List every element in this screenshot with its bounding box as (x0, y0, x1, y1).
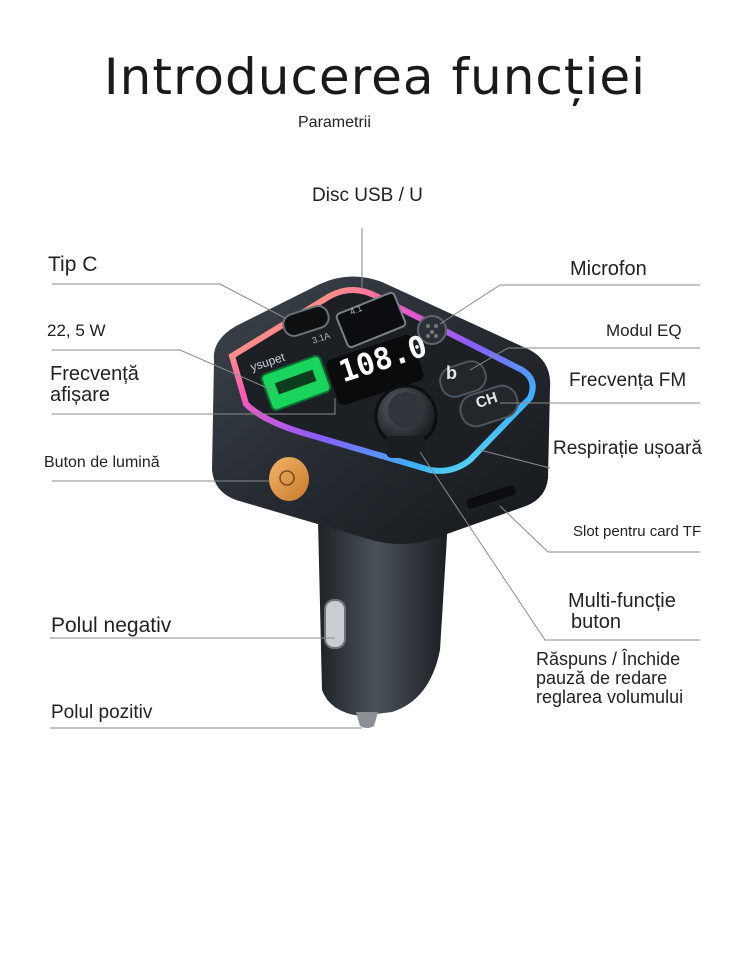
label-type-c: Tip C (48, 253, 98, 276)
leader-power (52, 349, 273, 391)
label-usb-disk: Disc USB / U (312, 185, 423, 206)
leader-mic (439, 284, 700, 325)
label-power: 22, 5 W (47, 321, 106, 340)
page-subtitle: Parametrii (298, 114, 371, 131)
plug-body (318, 520, 448, 716)
plug-tip (356, 712, 378, 728)
label-tf-slot: Slot pentru card TF (573, 523, 702, 540)
led-display (326, 334, 424, 406)
label-answer-line2: pauză de redare (536, 667, 668, 688)
label-multi-function: Multi-funcție buton (568, 591, 676, 633)
light-button (269, 457, 309, 501)
leader-tf (499, 505, 700, 553)
tf-card-slot (466, 485, 516, 509)
leader-type-c (52, 283, 286, 319)
label-positive-pole: Polul pozitiv (51, 702, 153, 723)
type-c-port (282, 305, 330, 337)
label-fm-frequency: Frecvența FM (569, 370, 687, 391)
label-answer-line1: Răspuns / Închide (536, 649, 681, 669)
label-eq-mode: Modul EQ (606, 321, 682, 340)
ch-button (459, 384, 519, 428)
label-breathing-light: Respirație ușoară (553, 438, 702, 459)
label-light-button: Buton de lumină (44, 454, 160, 471)
usb-port (335, 291, 407, 349)
label-answer-line3: reglarea volumului (536, 686, 684, 707)
leader-eq (469, 347, 700, 371)
label-display-frequency: Frecvență afișare (50, 364, 139, 406)
leader-breathing (479, 449, 551, 469)
label-answer: Răspuns / Închide pauză de redare reglar… (536, 650, 683, 707)
label-display-frequency-line1: Frecvență (50, 363, 139, 385)
label-display-frequency-line2: afișare (50, 384, 111, 406)
label-multi-function-line2: buton (571, 611, 622, 633)
label-microphone: Microfon (570, 258, 647, 280)
label-negative-pole: Polul negativ (51, 614, 172, 637)
negative-contact (324, 599, 346, 649)
label-multi-function-line1: Multi-funcție (568, 590, 676, 612)
leader-display (52, 398, 336, 415)
page-title: Introducerea funcției (103, 48, 647, 106)
leader-multi (419, 451, 700, 641)
eq-button-label: b (446, 363, 457, 383)
eq-button (439, 360, 487, 398)
